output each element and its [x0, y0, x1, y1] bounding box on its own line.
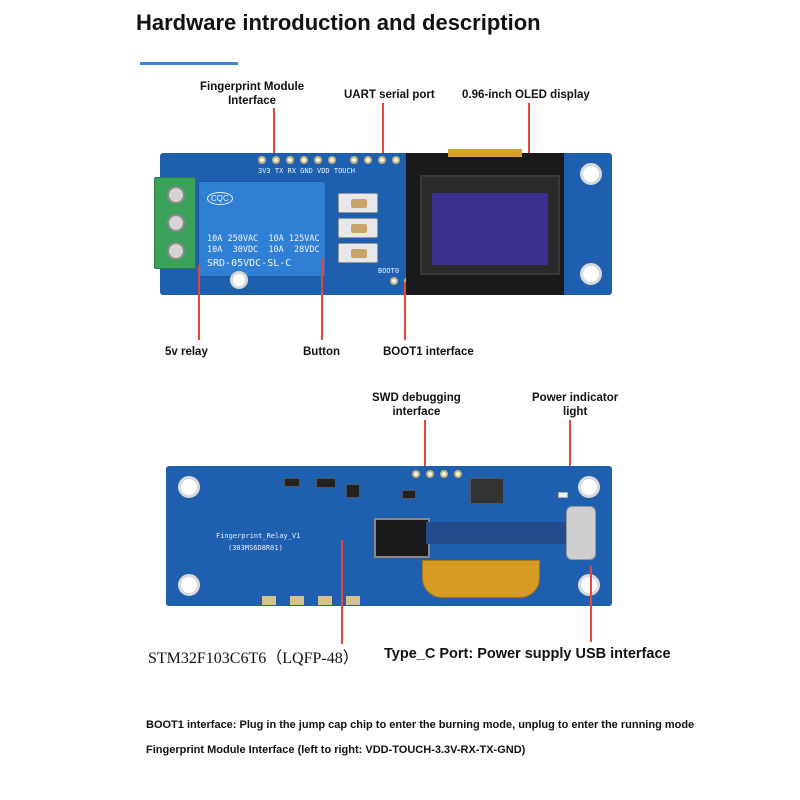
leader-uart: [382, 103, 384, 160]
top-pcb-board: CQC 10A 250VAC 10A 125VAC 10A 30VDC 10A …: [154, 149, 612, 295]
mounting-hole: [178, 476, 200, 498]
header-pin: [314, 156, 322, 164]
screw-icon: [167, 242, 185, 260]
bottom-pcb-board: Fingerprint_Relay_V1 (303MS6D8R01): [166, 466, 612, 606]
mounting-hole: [580, 263, 602, 285]
label-swd: SWD debugging interface: [372, 392, 461, 418]
uart-pin: [392, 156, 400, 164]
label-fingerprint-interface: Fingerprint Module Interface: [200, 81, 305, 107]
uart-pin: [364, 156, 372, 164]
leader-mcu: [341, 540, 343, 644]
swd-pin: [454, 470, 462, 478]
oled-bezel: [420, 175, 560, 275]
pad: [262, 596, 276, 605]
mounting-hole: [578, 574, 600, 596]
mounting-hole: [230, 271, 248, 289]
smd-part: [316, 478, 336, 488]
title-underline: [140, 62, 238, 65]
uart-pin: [350, 156, 358, 164]
leader-power-led: [569, 420, 571, 492]
leader-boot1: [404, 282, 406, 340]
swd-pin: [440, 470, 448, 478]
note-boot1: BOOT1 interface: Plug in the jump cap ch…: [146, 719, 695, 731]
power-led: [558, 492, 568, 498]
page-title: Hardware introduction and description: [136, 10, 541, 35]
pad: [290, 596, 304, 605]
leader-relay: [198, 265, 200, 340]
push-button: [338, 218, 378, 238]
label-boot1: BOOT1 interface: [383, 346, 474, 358]
header-silkscreen: 3V3 TX RX GND VDD TOUCH: [258, 167, 355, 175]
label-mcu: STM32F103C6T6（LQFP-48）: [148, 650, 359, 667]
note-fingerprint: Fingerprint Module Interface (left to ri…: [146, 744, 526, 756]
mcu-chip: [374, 518, 430, 558]
smd-part: [402, 490, 416, 499]
label-relay: 5v relay: [165, 346, 208, 358]
mounting-hole: [580, 163, 602, 185]
uart-pin: [378, 156, 386, 164]
relay-rating-2: 10A 30VDC 10A 28VDC: [207, 245, 320, 255]
leader-typec: [590, 566, 592, 642]
boot1-pin: [390, 277, 398, 285]
label-button: Button: [303, 346, 341, 358]
swd-pin: [412, 470, 420, 478]
leader-fingerprint: [273, 108, 275, 160]
relay-model: SRD-05VDC-SL-C: [207, 258, 292, 269]
voltage-regulator: [470, 478, 504, 504]
leader-oled: [528, 103, 530, 161]
pcb-code: (303MS6D8R01): [228, 544, 283, 552]
header-pin: [272, 156, 280, 164]
label-typec: Type_C Port: Power supply USB interface: [384, 646, 671, 662]
mounting-hole: [178, 574, 200, 596]
leader-swd: [424, 420, 426, 472]
label-power-led: Power indicator light: [532, 392, 619, 418]
pcb-name: Fingerprint_Relay_V1: [216, 532, 301, 540]
smd-row: [426, 522, 566, 544]
label-uart: UART serial port: [344, 89, 435, 101]
leader-button: [321, 258, 323, 340]
oled-screen: [432, 193, 548, 265]
terminal-block: [154, 177, 196, 269]
screw-icon: [167, 186, 185, 204]
smd-part: [346, 484, 360, 498]
header-pin: [300, 156, 308, 164]
pad: [346, 596, 360, 605]
relay-component: CQC 10A 250VAC 10A 125VAC 10A 30VDC 10A …: [198, 181, 326, 277]
type-c-port: [566, 506, 596, 560]
header-pin: [286, 156, 294, 164]
header-pin: [328, 156, 336, 164]
mounting-hole: [578, 476, 600, 498]
header-pin: [258, 156, 266, 164]
label-oled: 0.96-inch OLED display: [462, 89, 590, 101]
boot-silkscreen: BOOT0: [378, 267, 400, 275]
pad: [318, 596, 332, 605]
oled-flex-cable: [448, 149, 522, 157]
screw-icon: [167, 214, 185, 232]
push-button: [338, 243, 378, 263]
smd-part: [284, 478, 300, 487]
oled-flex-connector: [422, 560, 540, 598]
relay-rating-1: 10A 250VAC 10A 125VAC: [207, 234, 320, 244]
push-button: [338, 193, 378, 213]
swd-pin: [426, 470, 434, 478]
relay-brand: CQC: [207, 192, 233, 205]
oled-module: [406, 149, 564, 295]
